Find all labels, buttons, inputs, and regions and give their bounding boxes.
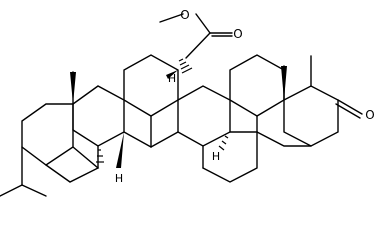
- wedge-methyl-left: [70, 72, 76, 104]
- ketone-oxygen-label: O: [365, 108, 374, 122]
- atom-labels: H H H O: [115, 72, 375, 185]
- ring-skeleton: [0, 54, 363, 197]
- hydrogen-label-lower-right: H: [212, 150, 220, 163]
- molecule-drawing: O O: [0, 8, 375, 197]
- wedge-h-middle: [116, 132, 124, 168]
- structure-diagram: O O: [0, 8, 375, 197]
- ester-group: O O: [159, 8, 243, 59]
- hashed-bond-h-lower-left: [96, 149, 104, 163]
- hydrogen-label-upper: H: [168, 72, 176, 85]
- ester-oxygen-label: O: [180, 8, 189, 22]
- wedge-methyl-right: [281, 66, 287, 100]
- hydrogen-label-lower-left: H: [115, 172, 123, 185]
- hashed-bond-h-lower-right: [218, 135, 229, 151]
- stereo-bonds: [70, 58, 287, 168]
- hashed-bond-ester: [178, 58, 193, 74]
- carbonyl-oxygen-label: O: [233, 27, 242, 41]
- wedge-h-upper: [166, 70, 178, 79]
